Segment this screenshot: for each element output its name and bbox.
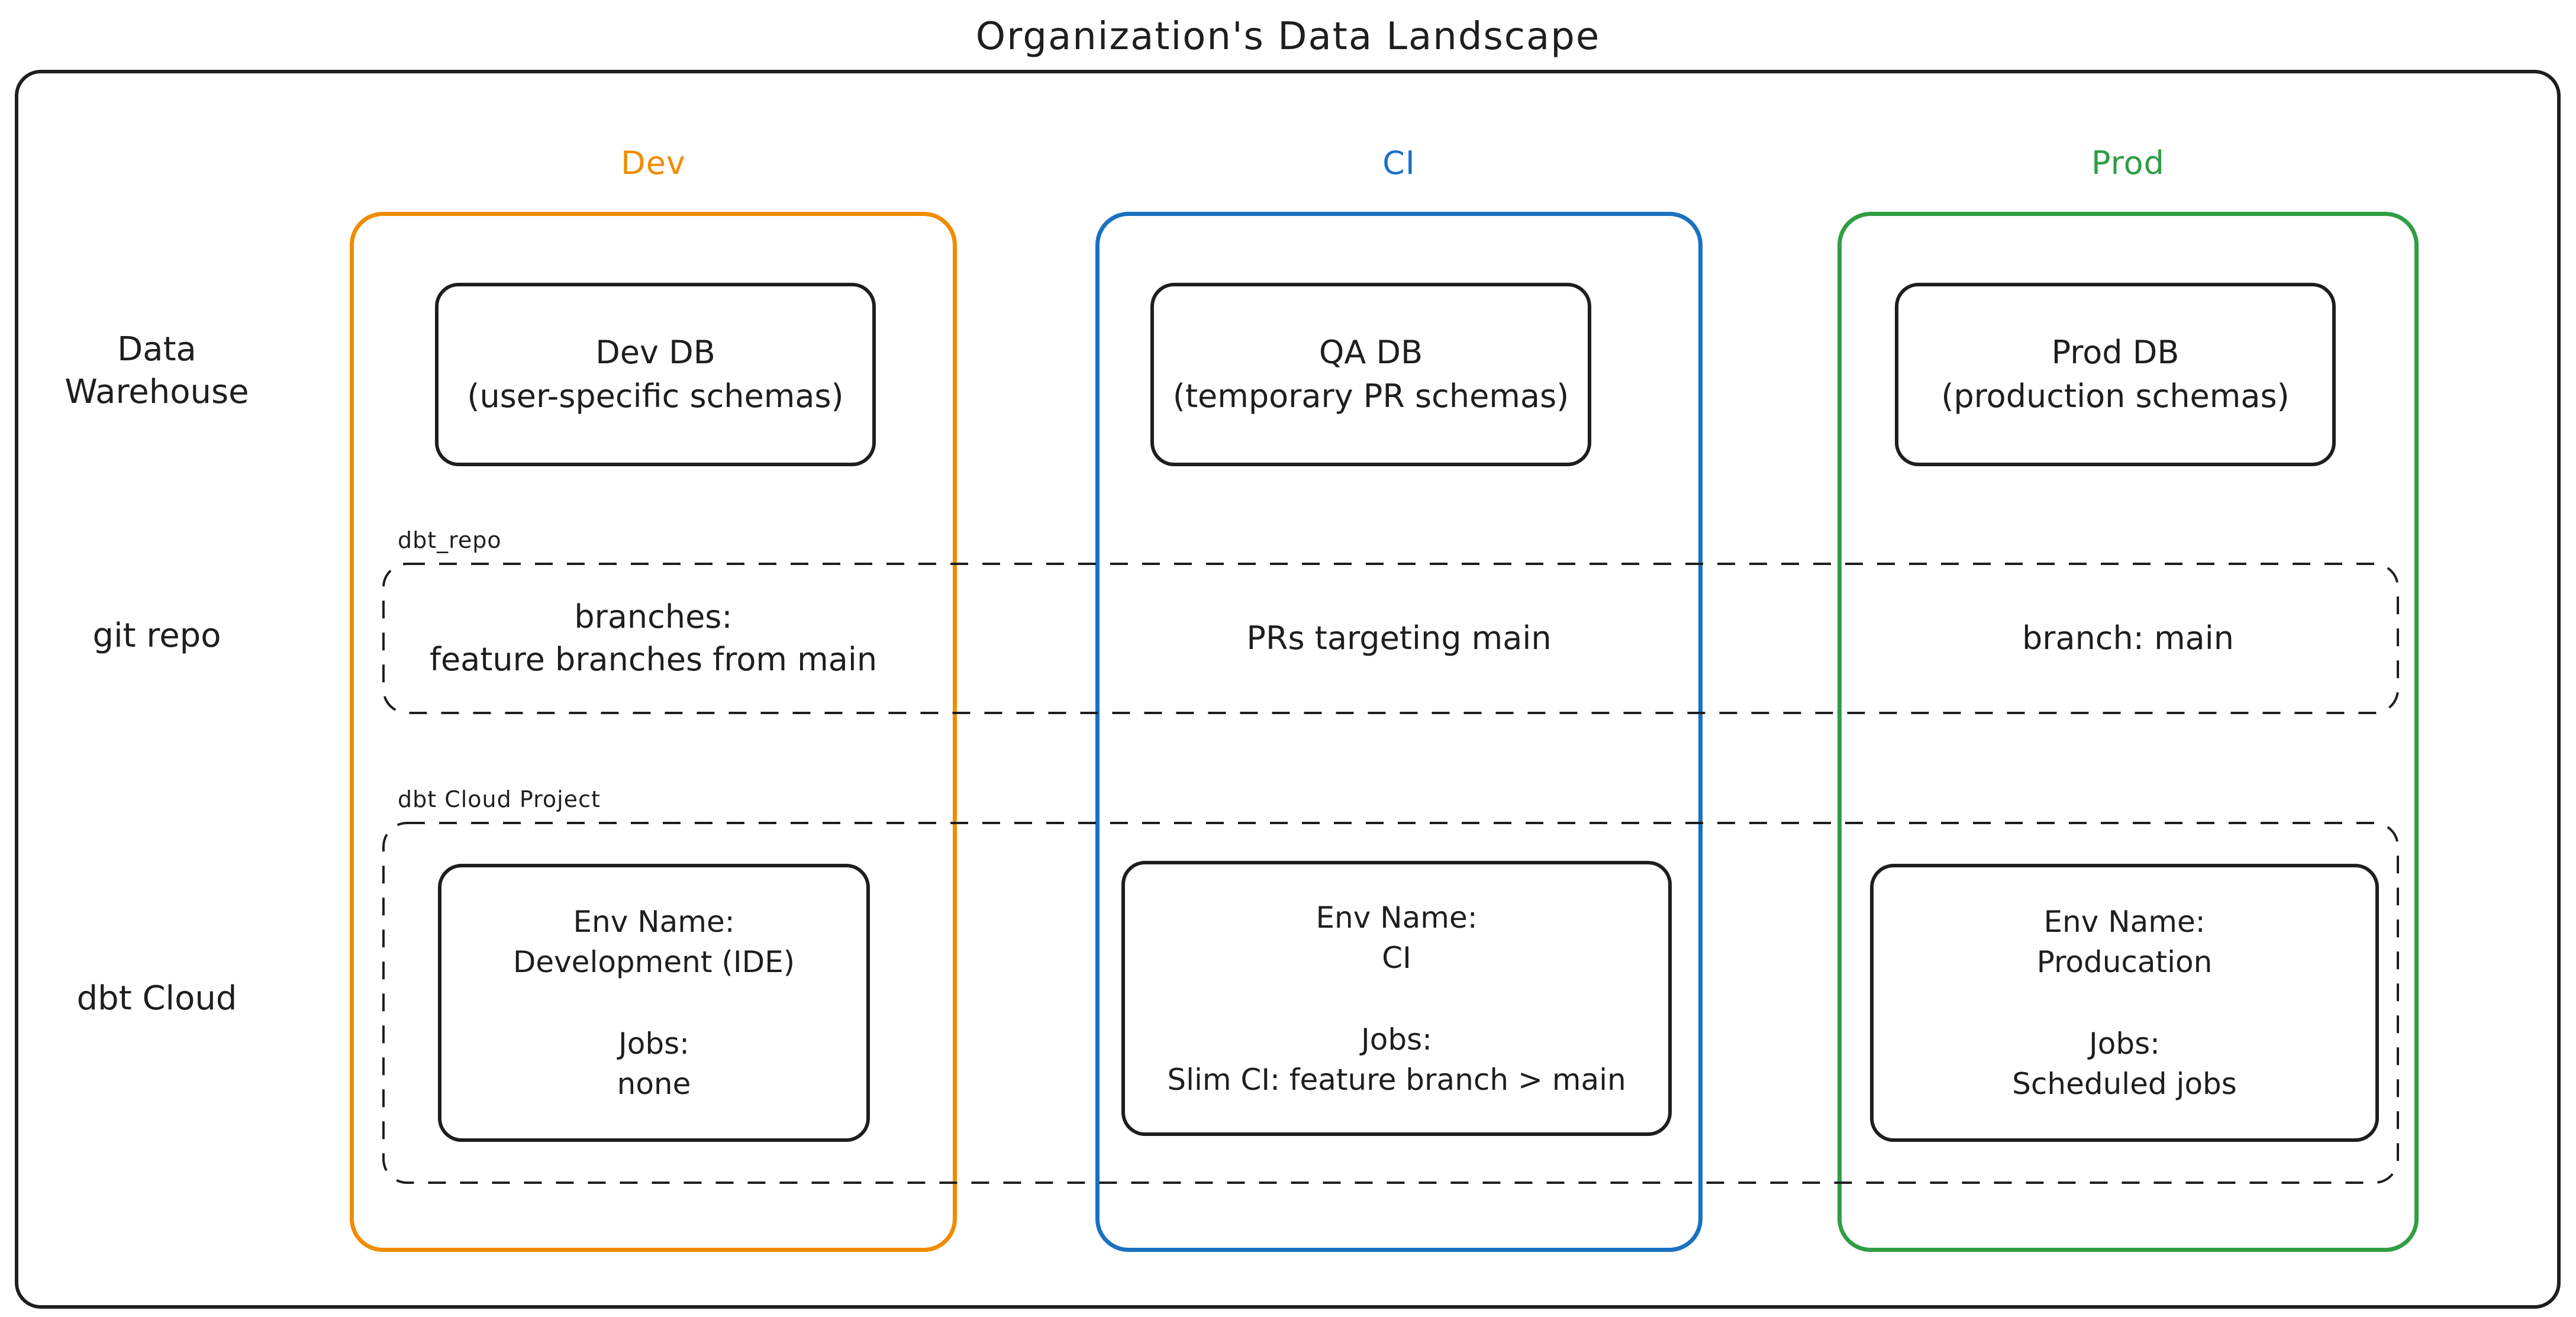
qa-db-subtitle: (temporary PR schemas) <box>1172 377 1569 415</box>
git-cell-prod: branch: main <box>1837 562 2419 715</box>
dev-jobs-label: Jobs: <box>618 1027 689 1061</box>
dev-env-name-value: Development (IDE) <box>512 945 795 979</box>
ci-jobs-value: Slim CI: feature branch > main <box>1167 1062 1626 1097</box>
dbt-cloud-project-dashed-box <box>382 822 2399 1184</box>
git-repo-dashed-box <box>382 563 2399 714</box>
row-label-data-warehouse-line2: Warehouse <box>65 373 249 411</box>
git-cell-dev: branches: feature branches from main <box>350 562 957 715</box>
prod-environment-box: Env Name: Producation Jobs: Scheduled jo… <box>1870 864 2379 1142</box>
row-label-dbt-cloud: dbt Cloud <box>76 979 237 1018</box>
row-label-data-warehouse: Data Warehouse <box>18 328 296 414</box>
prod-db-box: Prod DB (production schemas) <box>1895 283 2336 466</box>
column-header-prod: Prod <box>2091 144 2165 182</box>
git-cell-ci-line1: PRs targeting main <box>1246 619 1552 657</box>
prod-db-title: Prod DB <box>2051 334 2180 371</box>
git-cell-dev-line1: branches: <box>574 598 733 635</box>
dev-db-box: Dev DB (user-specific schemas) <box>435 283 876 466</box>
ci-env-name-value: CI <box>1382 940 1411 975</box>
git-cell-ci: PRs targeting main <box>1095 562 1703 715</box>
dev-env-name-label: Env Name: <box>573 905 735 939</box>
git-cell-prod-line1: branch: main <box>2022 619 2234 657</box>
dev-environment-box: Env Name: Development (IDE) Jobs: none <box>438 864 870 1142</box>
prod-db-subtitle: (production schemas) <box>1941 377 2290 415</box>
dbt-cloud-project-group-label: dbt Cloud Project <box>398 786 601 812</box>
ci-env-name-label: Env Name: <box>1316 900 1478 935</box>
column-header-ci: CI <box>1382 144 1416 182</box>
prod-env-name-label: Env Name: <box>2043 905 2206 939</box>
column-header-dev: Dev <box>621 144 686 182</box>
qa-db-box: QA DB (temporary PR schemas) <box>1150 283 1591 466</box>
dev-db-title: Dev DB <box>595 334 715 371</box>
ci-jobs-label: Jobs: <box>1361 1022 1432 1057</box>
diagram-title: Organization's Data Landscape <box>975 15 1601 59</box>
column-lane-dev <box>350 212 957 1252</box>
column-lane-ci <box>1095 212 1703 1252</box>
outer-frame <box>15 70 2561 1309</box>
prod-env-name-value: Producation <box>2036 945 2213 979</box>
git-cell-dev-line2: feature branches from main <box>429 641 878 678</box>
row-label-git-repo: git repo <box>92 616 221 655</box>
column-lane-prod <box>1837 212 2419 1252</box>
qa-db-title: QA DB <box>1318 334 1423 371</box>
row-label-data-warehouse-line1: Data <box>117 330 196 369</box>
dev-db-subtitle: (user-specific schemas) <box>467 377 844 415</box>
prod-jobs-label: Jobs: <box>2089 1027 2160 1061</box>
ci-environment-box: Env Name: CI Jobs: Slim CI: feature bran… <box>1121 861 1672 1136</box>
dev-jobs-value: none <box>617 1067 691 1101</box>
prod-jobs-value: Scheduled jobs <box>2012 1067 2237 1101</box>
git-repo-group-label: dbt_repo <box>398 527 502 553</box>
